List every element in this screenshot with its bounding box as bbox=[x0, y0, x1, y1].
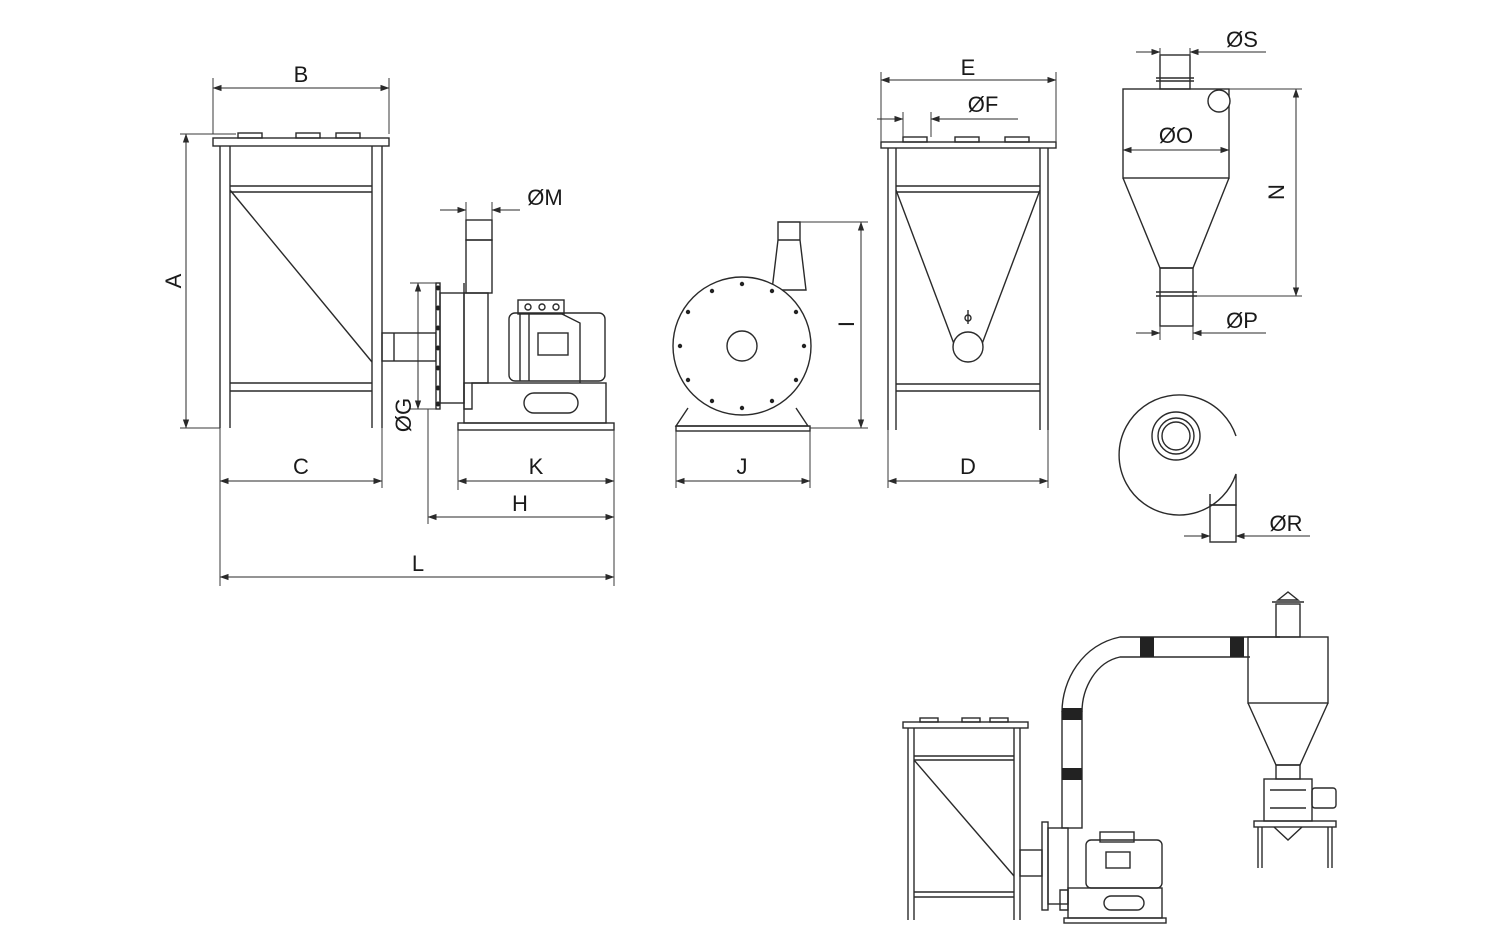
dimension-label-k: K bbox=[529, 454, 544, 479]
dimension-label-c: C bbox=[293, 454, 309, 479]
dimension-label-p: ØP bbox=[1226, 308, 1258, 333]
hopper-side-view bbox=[212, 132, 390, 428]
dimension-label-f: ØF bbox=[968, 92, 999, 117]
dimension-label-i: I bbox=[834, 321, 859, 327]
fan-side-view bbox=[381, 219, 615, 431]
dimension-label-d: D bbox=[960, 454, 976, 479]
dimension-label-n: N bbox=[1264, 184, 1289, 200]
fan-front-view bbox=[672, 221, 812, 432]
dimension-label-j: J bbox=[737, 454, 748, 479]
dimension-label-r: ØR bbox=[1270, 511, 1303, 536]
cyclone-side-view bbox=[1122, 54, 1231, 327]
dimension-label-s: ØS bbox=[1226, 27, 1258, 52]
dimension-label-b: B bbox=[294, 62, 309, 87]
dimension-label-e: E bbox=[961, 55, 976, 80]
dimension-label-h: H bbox=[512, 491, 528, 516]
assembly-view bbox=[902, 591, 1337, 924]
dimension-lines bbox=[180, 48, 1310, 586]
dimension-label-l: L bbox=[412, 551, 424, 576]
dimension-label-o: ØO bbox=[1159, 123, 1193, 148]
dimension-label-a: A bbox=[161, 273, 186, 288]
hopper-front-view bbox=[880, 136, 1057, 430]
dimension-label-m: ØM bbox=[527, 185, 562, 210]
dimension-label-group: B A C L K H ØG ØM I J E ØF D ØS ØO N ØP … bbox=[161, 27, 1303, 576]
dimension-label-g: ØG bbox=[391, 398, 416, 432]
cyclone-top-view bbox=[1118, 394, 1237, 543]
